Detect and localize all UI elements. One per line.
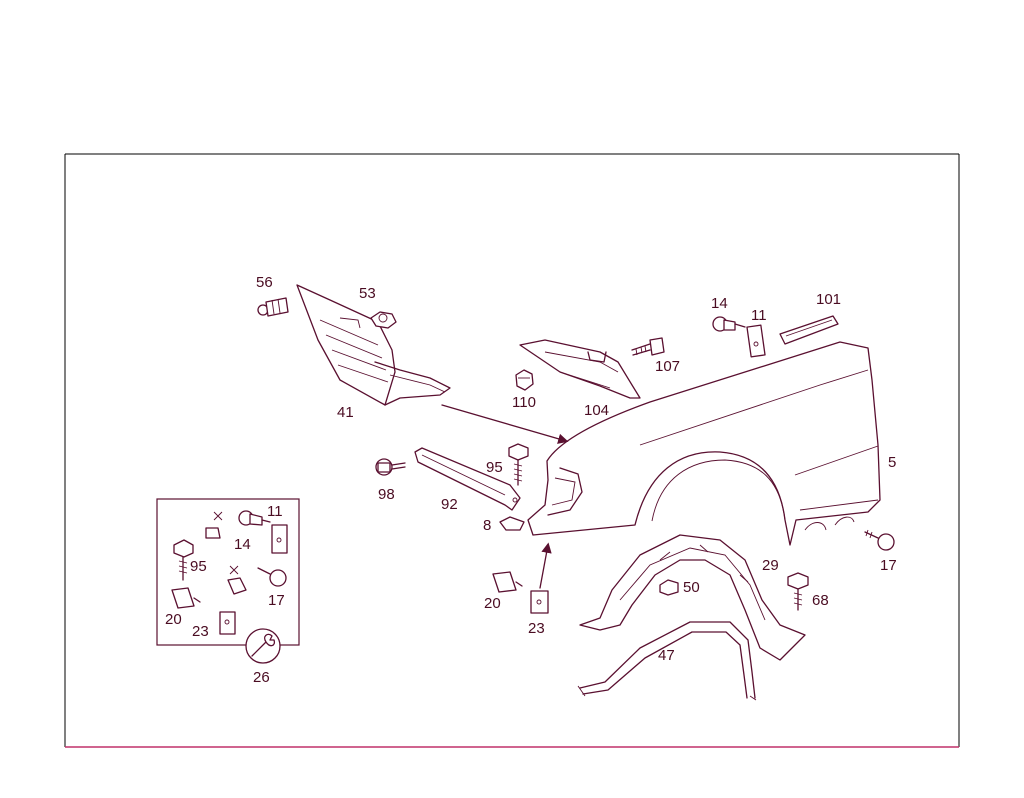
callout-29: 29: [762, 557, 779, 574]
nut-part-110: [515, 369, 534, 391]
diagram-frame: [64, 153, 960, 748]
callout-23: 23: [528, 620, 545, 637]
bolt-part-17-right: [864, 529, 895, 551]
callout-8: 8: [483, 517, 491, 534]
seal-part-47: [577, 621, 757, 701]
inset-callout-23: 23: [192, 623, 209, 640]
callout-56: 56: [256, 274, 273, 291]
callout-14: 14: [711, 295, 728, 312]
callout-47: 47: [658, 647, 675, 664]
callout-92: 92: [441, 496, 458, 513]
callout-5: 5: [888, 454, 896, 471]
callout-26: 26: [253, 669, 270, 686]
plate-part-11-top: [746, 324, 766, 358]
clip-part-23-mid: [530, 590, 549, 614]
callout-20: 20: [484, 595, 501, 612]
screw-part-95-top: [508, 443, 529, 486]
screw-part-68: [787, 572, 809, 611]
callout-107: 107: [655, 358, 680, 375]
callout-98: 98: [378, 486, 395, 503]
bracket-part-41: [296, 284, 451, 406]
tool-part-26-icon: [245, 628, 281, 664]
nut-part-50: [659, 579, 679, 596]
callout-68: 68: [812, 592, 829, 609]
callout-101: 101: [816, 291, 841, 308]
fender-part-5: [527, 341, 881, 546]
callout-41: 41: [337, 404, 354, 421]
inset-callout-95: 95: [190, 558, 207, 575]
clip-part-8: [499, 516, 525, 531]
arrow-23-to-fender: [539, 542, 552, 589]
nut-part-20-mid: [492, 571, 523, 593]
liner-part-29: [579, 534, 806, 661]
callout-11: 11: [751, 307, 767, 324]
callout-50: 50: [683, 579, 700, 596]
inset-callout-14: 14: [234, 536, 251, 553]
inset-callout-17: 17: [268, 592, 285, 609]
small-parts-inset: [156, 498, 300, 646]
clip-part-56: [257, 297, 289, 317]
inset-callout-11: 11: [267, 503, 283, 520]
arrow-41-to-fender: [441, 404, 569, 444]
nut-part-53: [370, 311, 397, 329]
bolt-part-98: [375, 458, 406, 476]
callout-110: 110: [512, 394, 536, 411]
callout-104: 104: [584, 402, 609, 419]
inset-callout-20: 20: [165, 611, 182, 628]
callout-17: 17: [880, 557, 897, 574]
support-part-92: [414, 447, 521, 511]
callout-53: 53: [359, 285, 376, 302]
strip-part-101: [779, 315, 839, 345]
bracket-part-104: [519, 339, 641, 399]
callout-95: 95: [486, 459, 503, 476]
bolt-part-107: [631, 337, 665, 356]
bolt-part-14-top: [712, 316, 746, 332]
